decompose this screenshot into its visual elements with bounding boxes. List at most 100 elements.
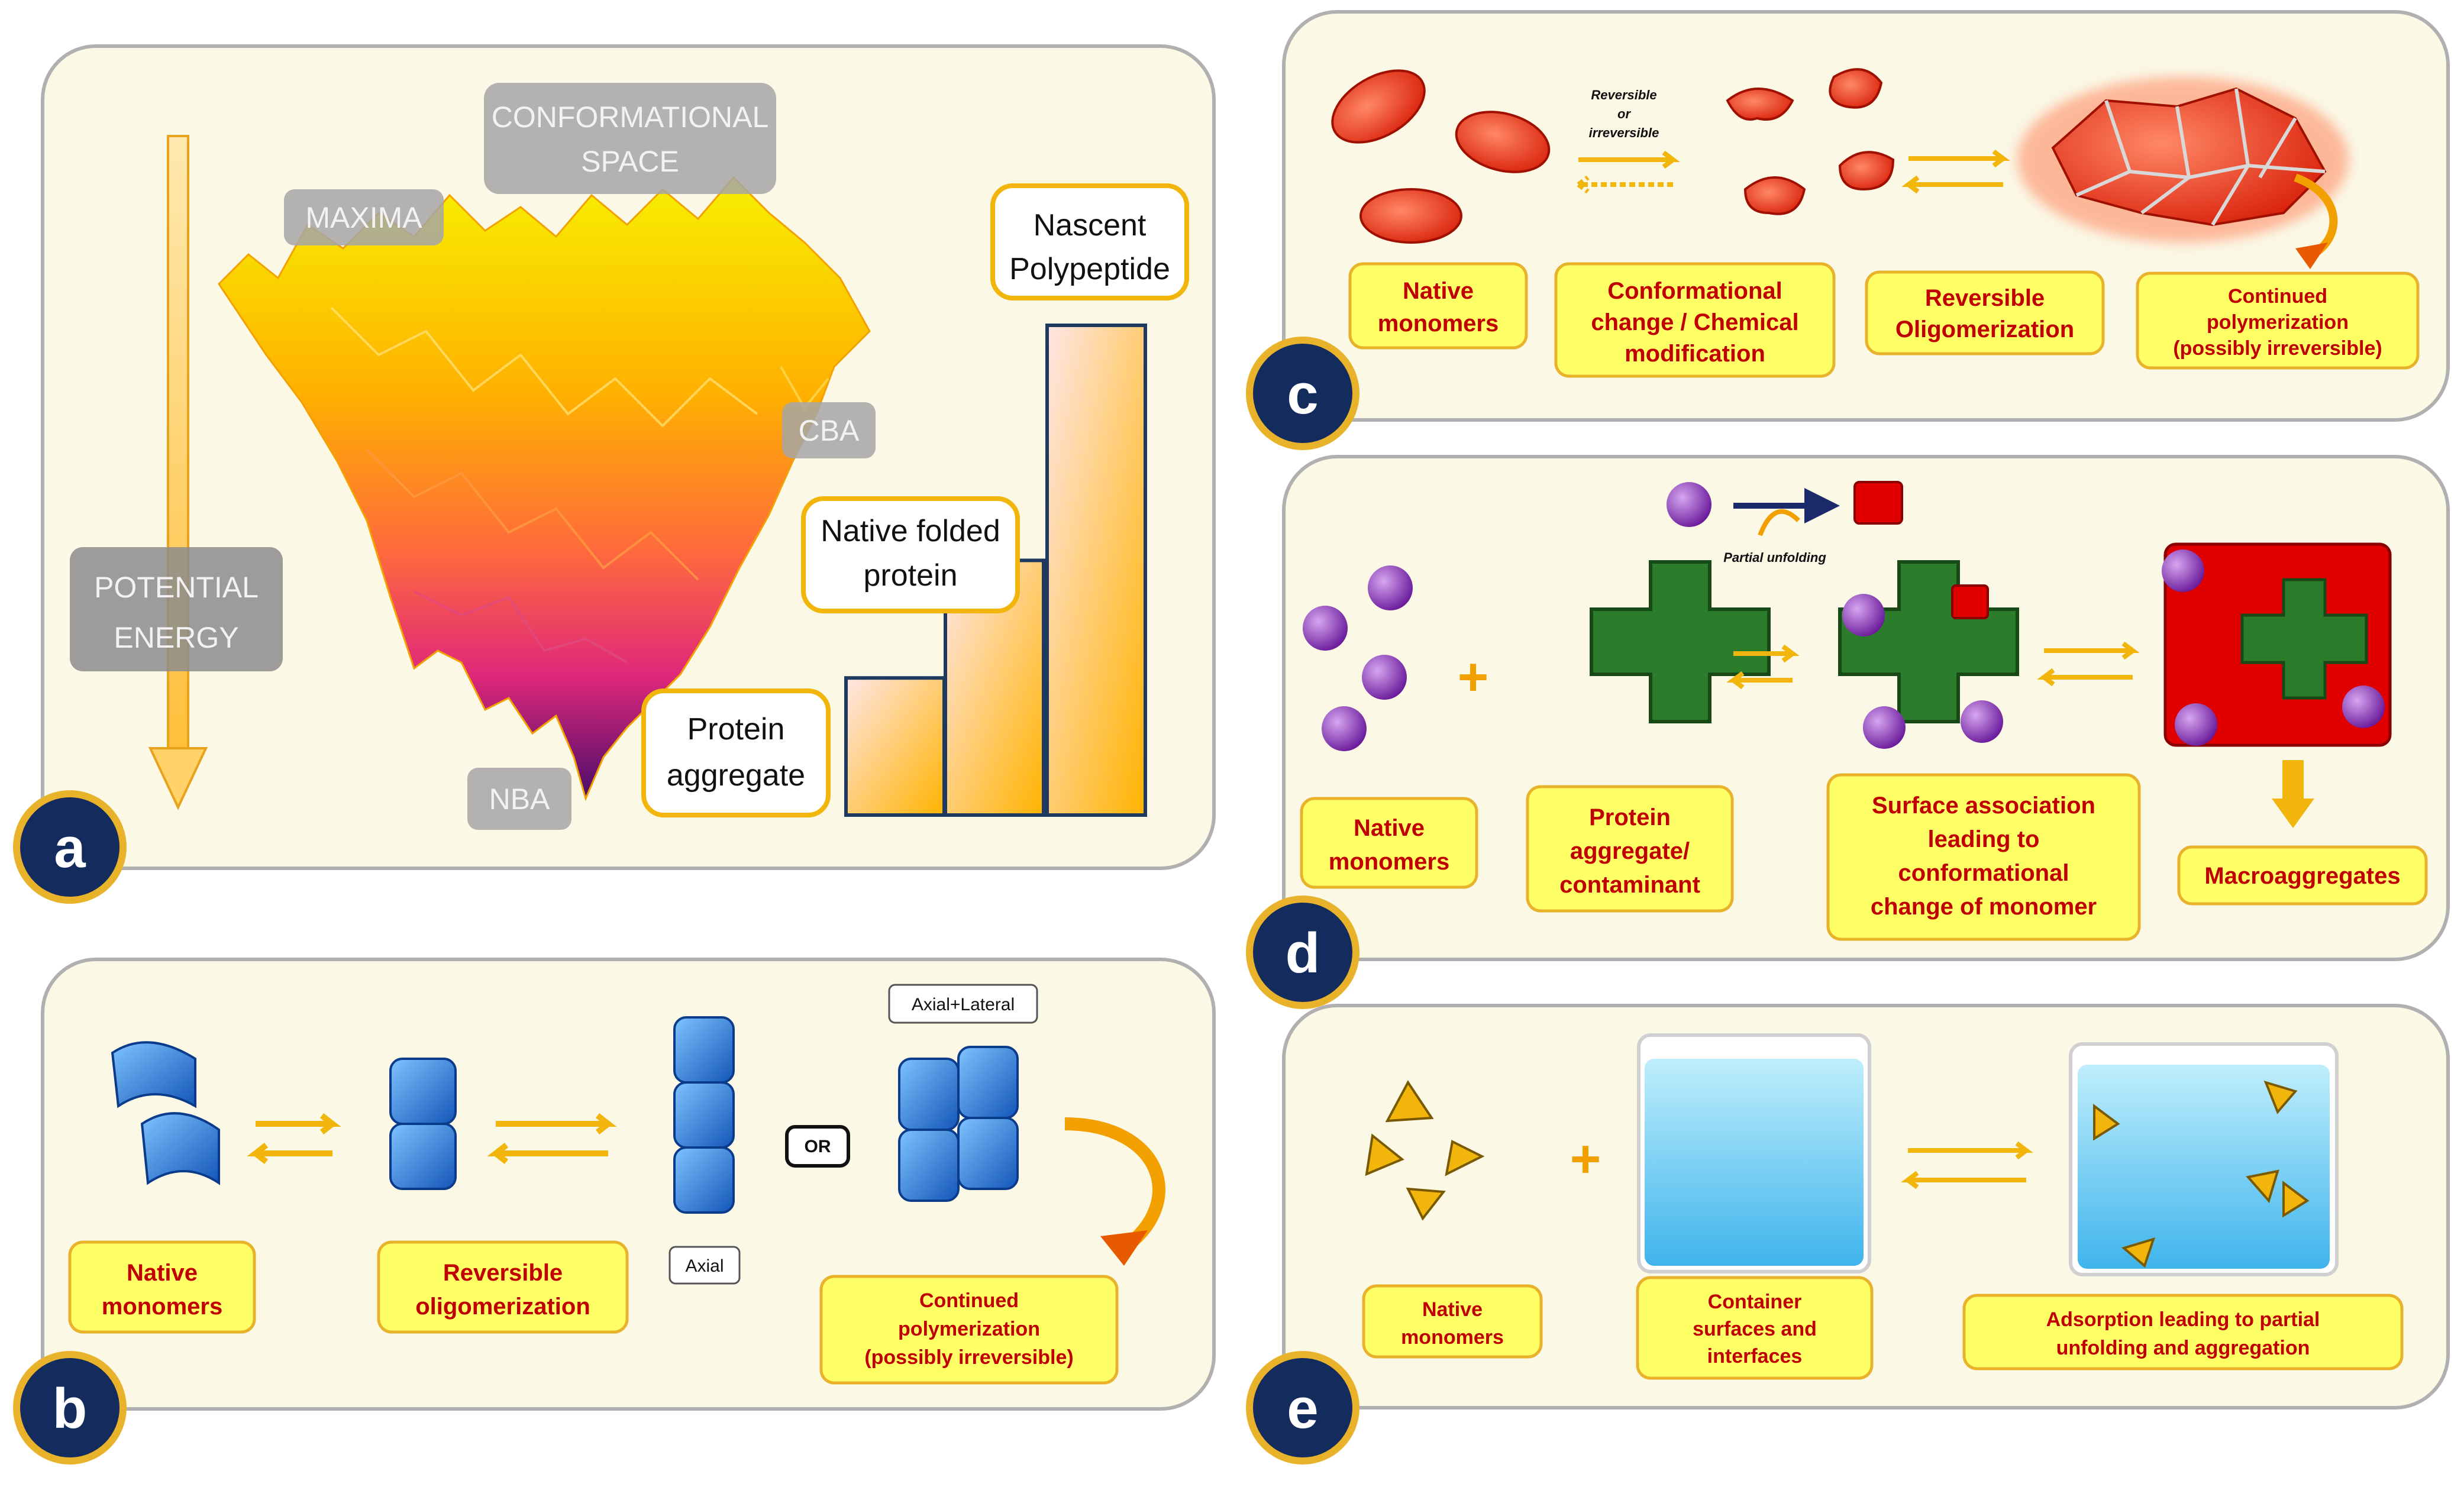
energy-landscape [218, 176, 871, 801]
panel-a: CONFORMATIONAL SPACE MAXIMA CBA NBA POTE… [13, 44, 1216, 904]
e-arrow-forward [1908, 1141, 2033, 1160]
c-reversible-2: Oligomerization [1895, 316, 2074, 342]
potential-energy-label-2: ENERGY [114, 621, 238, 654]
panel-d-letter: d [1286, 922, 1320, 985]
d-native-2: monomers [1329, 849, 1450, 875]
curved-arrow-b [1064, 1117, 1165, 1253]
c-arrow2-forward [1908, 149, 2010, 168]
blue-dimer [389, 1058, 457, 1190]
d-arrow2-forward [2044, 641, 2140, 660]
native-folded-label-2: protein [864, 558, 958, 593]
red-changed-monomers [1726, 68, 1895, 215]
maxima-label: MAXIMA [305, 201, 422, 234]
panel-c: Reversible or irreversible Native monome… [1246, 10, 2450, 450]
c-conf-2: change / Chemical [1591, 309, 1798, 335]
c-rev-3: irreversible [1589, 125, 1659, 140]
d-legend-curve [1758, 509, 1800, 536]
e-container-3: interfaces [1707, 1345, 1803, 1368]
axial-label: Axial [685, 1256, 724, 1276]
panel-d: Partial unfolding + [1246, 455, 2450, 1009]
e-native-1: Native [1422, 1298, 1483, 1321]
d-green-cross [1590, 560, 1771, 723]
c-conf-3: modification [1625, 341, 1765, 367]
blue-axial-lateral-block [898, 1046, 1019, 1202]
nascent-label-2: Polypeptide [1009, 252, 1170, 286]
d-macroaggregate [2162, 542, 2392, 747]
d-plus: + [1458, 648, 1489, 707]
energy-bar [844, 676, 946, 817]
protein-aggregate-label-1: Protein [687, 712, 785, 746]
panel-a-letter: a [54, 816, 86, 880]
curved-arrow-b-head [1100, 1230, 1148, 1266]
c-continued-3: (possibly irreversible) [2173, 337, 2382, 360]
b-continued-2: polymerization [898, 1318, 1040, 1340]
red-disc-monomers [1331, 69, 1551, 244]
d-surface-3: conformational [1898, 860, 2069, 886]
or-label: OR [805, 1137, 831, 1156]
cba-label: CBA [799, 414, 860, 447]
d-macro: Macroaggregates [2204, 863, 2400, 889]
panel-b-letter: b [53, 1377, 88, 1440]
d-surface-2: leading to [1928, 826, 2040, 852]
d-aggregate-3: contaminant [1559, 872, 1700, 898]
d-native-1: Native [1354, 815, 1425, 841]
c-native-1: Native [1403, 278, 1474, 304]
blue-axial-column [673, 1016, 735, 1214]
e-adsorption-2: unfolding and aggregation [2056, 1337, 2310, 1359]
conformational-space-label-2: SPACE [581, 145, 679, 178]
b-native-1: Native [127, 1260, 198, 1286]
d-down-arrow-head [2272, 799, 2314, 828]
axial-lateral-label: Axial+Lateral [912, 995, 1015, 1014]
d-purple-monomers [1303, 565, 1413, 751]
e-plus: + [1570, 1130, 1601, 1189]
c-reversible-1: Reversible [1925, 285, 2045, 311]
d-aggregate-1: Protein [1589, 804, 1671, 830]
d-legend-cube [1853, 481, 1903, 525]
d-down-arrow-shaft [2282, 760, 2304, 801]
c-continued-2: polymerization [2207, 311, 2349, 334]
e-triangle-monomers [1365, 1080, 1485, 1221]
b-reversible-1: Reversible [443, 1260, 563, 1286]
red-oligomer-sheet [2017, 77, 2349, 243]
c-arrow-forward [1578, 150, 1680, 169]
nba-label: NBA [489, 783, 550, 816]
panel-b: Axial OR Axial+Lateral Native monomers R… [13, 958, 1216, 1465]
protein-aggregate-label-2: aggregate [667, 758, 805, 793]
e-container-2: surfaces and [1693, 1318, 1817, 1340]
panel-e-letter: e [1287, 1377, 1318, 1440]
e-beaker [1637, 1033, 1871, 1273]
e-adsorption-1: Adsorption leading to partial [2046, 1308, 2320, 1331]
d-legend-monomer [1667, 482, 1711, 527]
potential-energy-label-1: POTENTIAL [94, 571, 259, 604]
native-folded-label-1: Native folded [821, 514, 1000, 548]
d-partial-unfolding: Partial unfolding [1723, 550, 1826, 565]
d-cross-with-monomers [1838, 560, 2019, 749]
b-native-2: monomers [102, 1294, 223, 1320]
nascent-label-1: Nascent [1034, 208, 1147, 243]
d-surface-1: Surface association [1872, 793, 2095, 819]
b-reversible-2: oligomerization [415, 1294, 590, 1320]
blue-monomers [111, 1041, 220, 1185]
b-continued-3: (possibly irreversible) [864, 1346, 1073, 1369]
c-rev-1: Reversible [1591, 88, 1656, 102]
d-aggregate-2: aggregate/ [1570, 838, 1690, 864]
d-arrow2-back [2037, 668, 2133, 687]
e-native-2: monomers [1401, 1326, 1504, 1349]
equilibrium-arrows-b2 [487, 1113, 617, 1164]
e-beaker-adsorbed [2069, 1042, 2339, 1276]
e-container-1: Container [1708, 1291, 1802, 1313]
c-arrow2-back [1901, 175, 2003, 194]
e-arrow-back [1901, 1171, 2026, 1189]
d-arrow1-forward [1733, 644, 1800, 663]
c-conf-1: Conformational [1607, 278, 1782, 304]
conformational-space-label-1: CONFORMATIONAL [492, 101, 769, 134]
c-rev-2: or [1617, 106, 1631, 121]
panel-e: + Native monomers Container surfaces and… [1246, 1004, 2450, 1465]
equilibrium-arrows-b1 [247, 1113, 341, 1164]
b-continued-1: Continued [919, 1289, 1019, 1312]
c-native-2: monomers [1378, 311, 1499, 337]
c-curved-arrow-head [2295, 243, 2328, 269]
d-surface-4: change of monomer [1871, 894, 2097, 920]
c-arrow-back [1571, 175, 1673, 194]
